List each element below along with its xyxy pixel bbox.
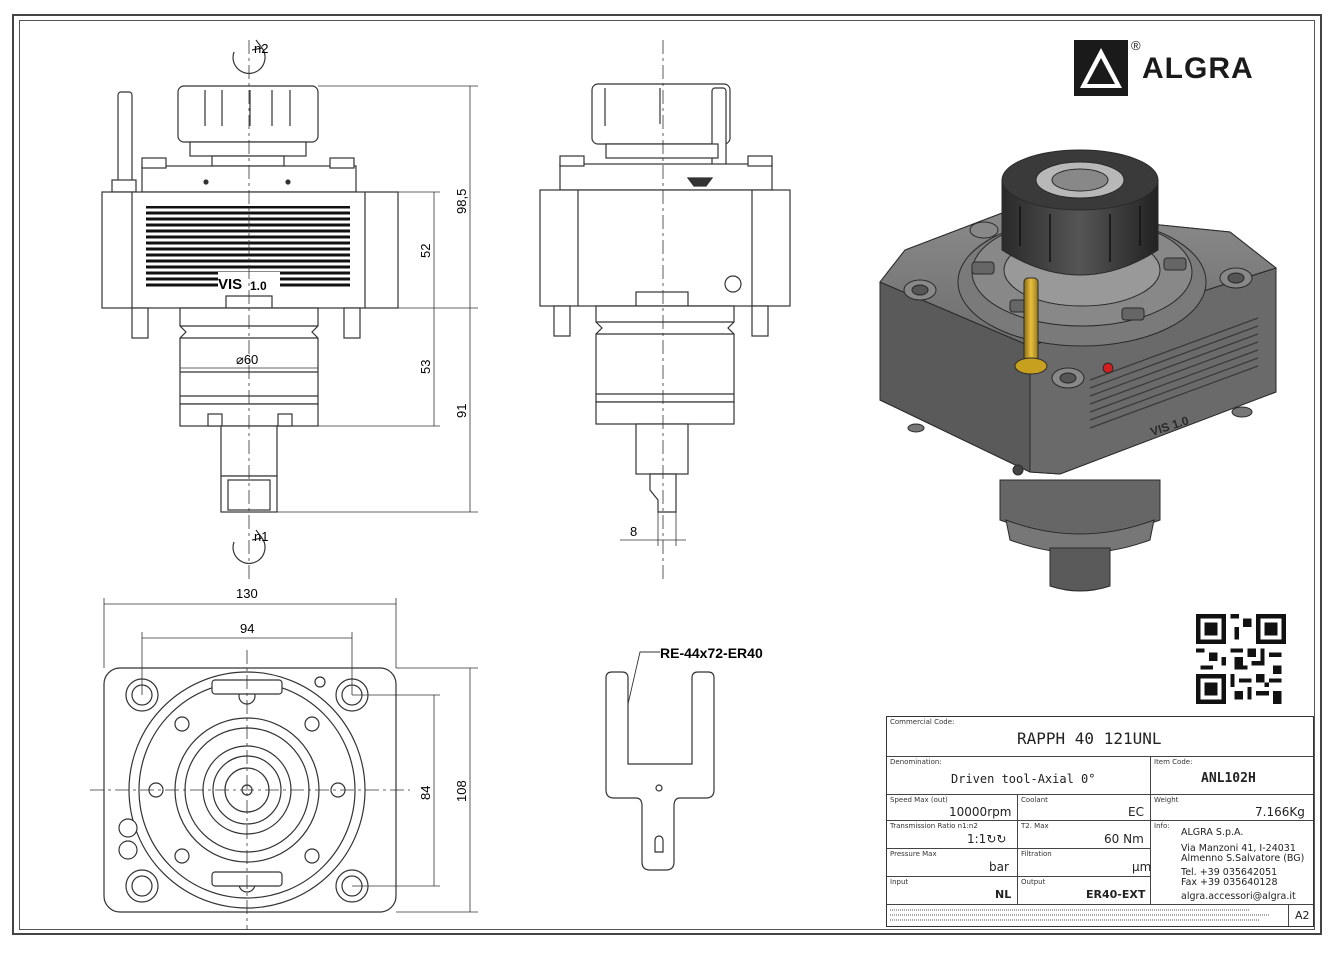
dim-84: 84 [418,786,433,800]
commercial-code-cell: Commercial Code: RAPPH 40 121UNL [887,717,1313,757]
torque-value-wrap: 60 Nm [1104,832,1144,846]
wrench-label: RE-44x72-ER40 [660,645,763,661]
coolant-label: Coolant [1021,796,1048,804]
vis-version: 1.0 [250,279,267,293]
speed-cell: Speed Max (out) 10000rpm [887,795,1018,821]
wrench-drawing [605,651,715,871]
output-value: ER40-EXT [1086,888,1146,901]
vis-label: VIS [218,276,242,293]
speed-value: 10000 [949,805,988,819]
inner-frame [19,20,1315,930]
ratio-label: Transmission Ratio n1:n2 [890,822,978,830]
filtration-unit: µm [1132,860,1152,874]
iso-render [879,149,1278,592]
logo-text: ALGRA [1142,52,1254,85]
ratio-value: 1:1 [967,832,987,846]
pressure-label: Pressure Max [890,850,937,858]
logo-registered-mark: ® [1131,38,1141,53]
dim-8: 8 [630,524,637,539]
torque-cell: T2. Max 60 Nm [1018,821,1151,849]
speed-label: Speed Max (out) [890,796,948,804]
commercial-code-value: RAPPH 40 121UNL [1017,729,1162,748]
weight-label: Weight [1154,796,1179,804]
logo-mark [1074,40,1128,96]
weight-value: 7.166Kg [1255,805,1305,819]
front-view [101,39,478,580]
qr-code[interactable] [1196,614,1286,704]
output-label: Output [1021,878,1046,886]
filtration-cell: Filtration µm [1018,849,1151,877]
info-company: ALGRA S.p.A. [1181,827,1244,838]
footer-fine-print [890,909,1270,921]
dim-108: 108 [454,780,469,802]
torque-label: T2. Max [1021,822,1049,830]
dim-diameter-60: ⌀60 [236,352,258,367]
ratio-value-wrap: 1:1↻↻ [967,832,1006,846]
pressure-unit: bar [989,860,1009,874]
coolant-cell: Coolant EC [1018,795,1151,821]
dim-130: 130 [236,586,258,601]
torque-value: 60 [1104,832,1120,846]
sheet-size: A2 [1295,909,1310,922]
coolant-value: EC [1128,805,1144,819]
info-label: Info: [1154,822,1170,830]
input-cell: Input NL [887,877,1018,905]
info-street: Via Manzoni 41, I-24031 [1181,843,1296,854]
item-code-value: ANL102H [1201,771,1256,786]
denomination-value: Driven tool-Axial 0° [951,772,1096,786]
item-code-label: Item Code: [1154,758,1193,766]
footer-notice-cell [887,905,1289,926]
outer-frame [12,14,1322,935]
speed-unit: rpm [987,805,1012,819]
denomination-label: Denomination: [890,758,942,766]
item-code-cell: Item Code: ANL102H [1151,757,1313,795]
side-view [539,40,791,580]
info-cell: Info: ALGRA S.p.A. Via Manzoni 41, I-240… [1151,821,1313,905]
ratio-rotation-icons: ↻↻ [986,832,1007,846]
bottom-view [90,598,478,930]
dim-98-5: 98,5 [454,189,469,214]
output-cell: Output ER40-EXT [1018,877,1151,905]
rotation-label-top: n2 [254,41,268,56]
info-city: Almenno S.Salvatore (BG) [1181,853,1305,864]
speed-value-wrap: 10000rpm [949,805,1011,819]
title-block: Commercial Code: RAPPH 40 121UNL Denomin… [886,716,1314,927]
filtration-label: Filtration [1021,850,1052,858]
torque-unit: Nm [1123,832,1144,846]
input-value: NL [995,888,1012,901]
dim-94: 94 [240,621,254,636]
dim-52: 52 [418,244,433,258]
input-label: Input [890,878,909,886]
weight-cell: Weight 7.166Kg [1151,795,1313,821]
dim-91: 91 [454,404,469,418]
commercial-code-label: Commercial Code: [890,718,955,726]
dim-53: 53 [418,360,433,374]
info-tel: Tel. +39 035642051 [1181,867,1278,878]
ratio-cell: Transmission Ratio n1:n2 1:1↻↻ [887,821,1018,849]
info-fax: Fax +39 035640128 [1181,877,1278,888]
info-email[interactable]: algra.accessori@algra.it [1181,891,1296,902]
pressure-cell: Pressure Max bar [887,849,1018,877]
denomination-cell: Denomination: Driven tool-Axial 0° [887,757,1151,795]
rotation-label-bottom: n1 [254,529,268,544]
